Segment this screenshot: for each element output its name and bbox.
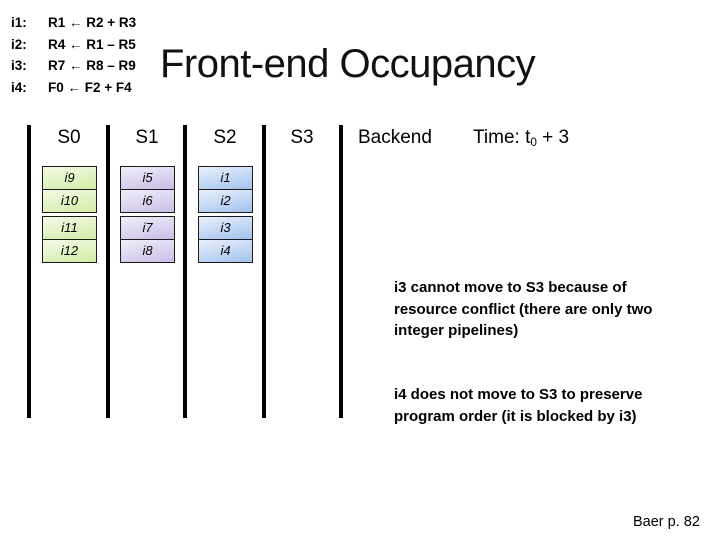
- instruction-cell: i12: [42, 239, 97, 263]
- instruction-label: i4:: [11, 79, 27, 95]
- stage-header-s2: S2: [213, 127, 237, 148]
- time-label: Time: t0 + 3: [473, 127, 569, 153]
- stage-divider-bar: [339, 125, 343, 418]
- instruction-expression: R4 ← R1 – R5: [48, 36, 136, 52]
- stage-column-s2: i1 i2 i3 i4: [198, 166, 253, 263]
- stage-column-s1: i5 i6 i7 i8: [120, 166, 175, 263]
- instruction-cell: i7: [120, 216, 175, 240]
- instruction-expression: F0 ← F2 + F4: [48, 79, 132, 95]
- note-line: integer pipelines): [394, 322, 519, 339]
- note-line: i3 cannot move to S3 because of: [394, 279, 627, 296]
- instruction-expression: R7 ← R8 – R9: [48, 58, 136, 73]
- time-prefix: Time: t: [473, 127, 531, 148]
- instruction-cell: i5: [120, 166, 175, 190]
- note-resource-conflict: i3 cannot move to S3 because of resource…: [394, 277, 694, 342]
- backend-header: Backend: [358, 127, 432, 148]
- instruction-cell: i6: [120, 189, 175, 213]
- instruction-cell: i3: [198, 216, 253, 240]
- stage-divider-bar: [27, 125, 31, 418]
- instruction-cell: i1: [198, 166, 253, 190]
- instruction-cell: i2: [198, 189, 253, 213]
- instruction-row: i4: F0 ← F2 + F4: [11, 77, 136, 99]
- time-suffix: + 3: [536, 127, 570, 148]
- stage-header-s0: S0: [57, 127, 81, 148]
- stage-header-s1: S1: [135, 127, 159, 148]
- instruction-list: i1: R1 ← R2 + R3 i2: R4 ← R1 – R5 i3: R7…: [11, 12, 136, 98]
- note-line: resource conflict (there are only two: [394, 300, 653, 318]
- instruction-expression: R1 ← R2 + R3: [48, 15, 137, 30]
- stage-column-s0: i9 i10 i11 i12: [42, 166, 97, 263]
- instruction-label: i2:: [11, 36, 27, 52]
- time-subscript: 0: [530, 135, 537, 149]
- instruction-cell: i8: [120, 239, 175, 263]
- instruction-row: i1: R1 ← R2 + R3: [11, 12, 136, 34]
- stage-header-s3: S3: [290, 127, 314, 148]
- instruction-label: i3:: [11, 58, 27, 73]
- note-program-order: i4 does not move to S3 to preserve progr…: [394, 384, 694, 427]
- stage-divider-bar: [262, 125, 266, 418]
- instruction-row: i3: R7 ← R8 – R9: [11, 55, 136, 77]
- instruction-cell: i11: [42, 216, 97, 240]
- note-line: program order (it is blocked by i3): [394, 407, 637, 425]
- instruction-row: i2: R4 ← R1 – R5: [11, 34, 136, 56]
- instruction-cell: i10: [42, 189, 97, 213]
- instruction-cell: i4: [198, 239, 253, 263]
- stage-divider-bar: [106, 125, 110, 418]
- page-title: Front-end Occupancy: [160, 42, 536, 86]
- instruction-label: i1:: [11, 15, 27, 30]
- citation: Baer p. 82: [633, 514, 700, 530]
- instruction-cell: i9: [42, 166, 97, 190]
- stage-divider-bar: [183, 125, 187, 418]
- note-line: i4 does not move to S3 to preserve: [394, 386, 643, 403]
